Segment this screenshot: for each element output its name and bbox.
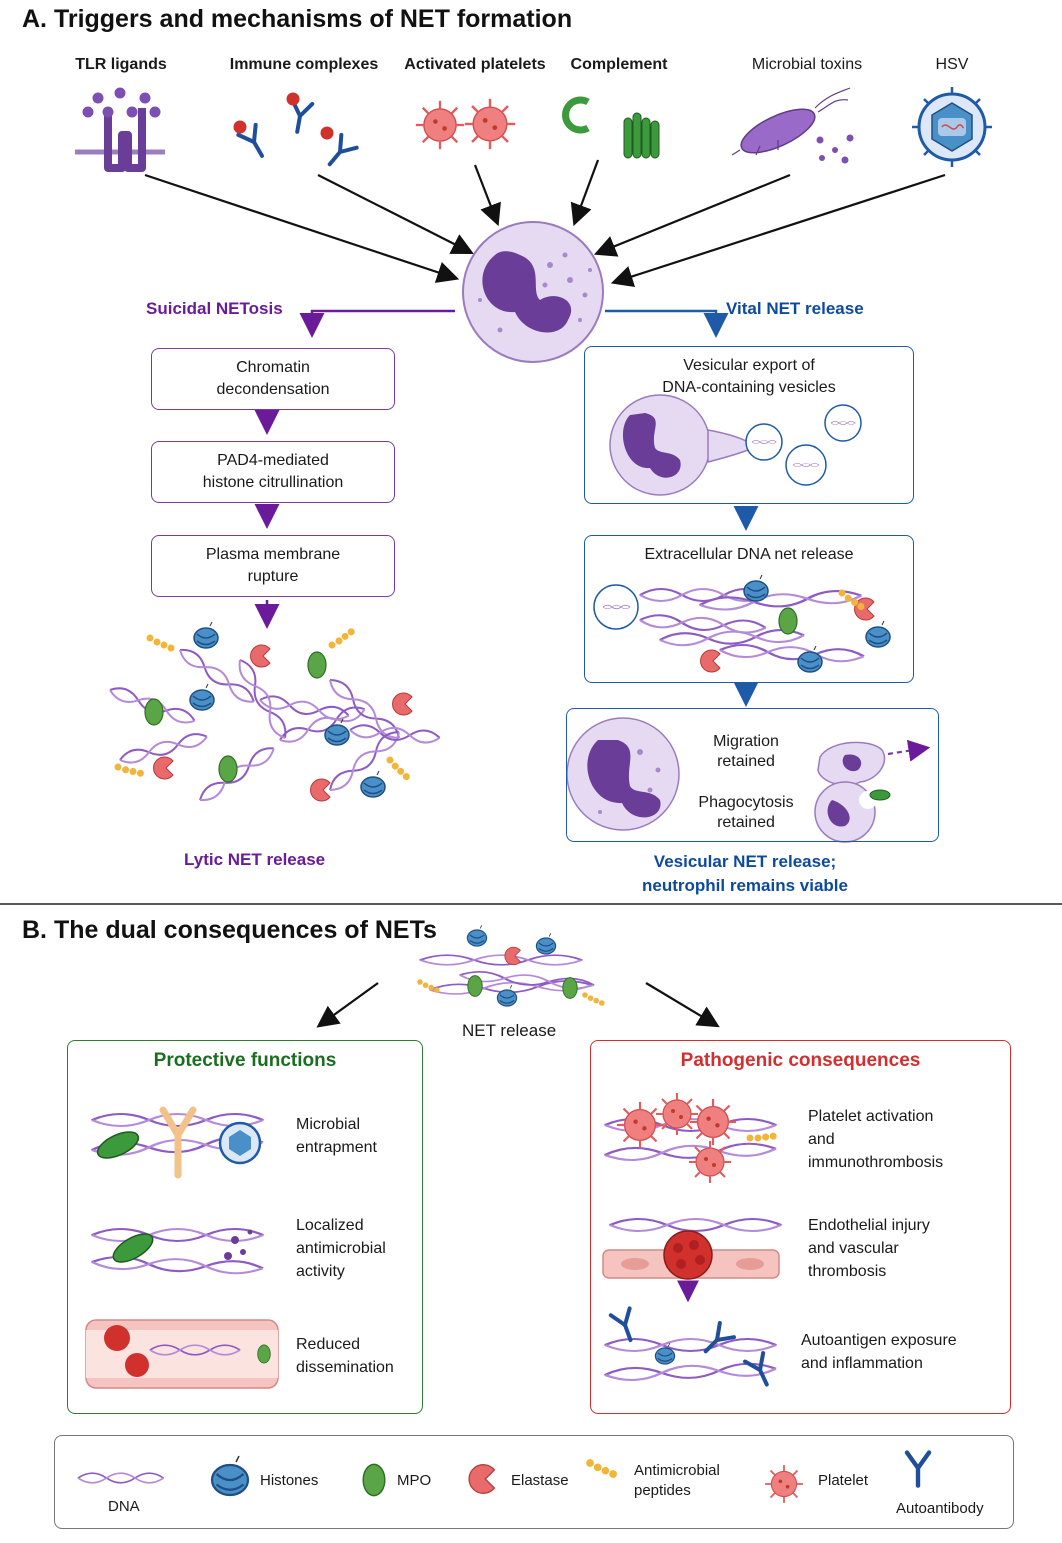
- legend-dna-label: DNA: [108, 1498, 140, 1515]
- net-release-label: NET release: [462, 1021, 557, 1040]
- tlr-ligand-icon: [75, 87, 165, 172]
- retained-functions-box: [566, 708, 939, 842]
- section-b-title: B. The dual consequences of NETs: [22, 916, 437, 944]
- viable-neutrophil-illustration: [566, 717, 680, 831]
- protective-item-antimicrobial: Localized antimicrobial activity: [296, 1217, 386, 1280]
- protective-functions-title: Protective functions: [153, 1050, 337, 1071]
- trigger-label-hsv: HSV: [935, 56, 969, 73]
- migration-retained-text: Migration retained: [713, 733, 779, 770]
- migrating-neutrophil-icon: [817, 739, 931, 786]
- pathogenic-consequences-box: Pathogenic consequences: [590, 1040, 1011, 1414]
- legend-peptides-label: Antimicrobial peptides: [634, 1462, 720, 1499]
- endothelial-injury-illustration: [602, 1217, 783, 1303]
- extracellular-net-illustration: [593, 574, 891, 673]
- trigger-label-complement: Complement: [570, 56, 668, 73]
- legend-platelet-label: Platelet: [818, 1472, 869, 1489]
- pathogenic-item-immunothrombosis: Platelet activation and immunothrombosis: [808, 1108, 944, 1171]
- vesicular-net-release-label: Vesicular NET release; neutrophil remain…: [642, 852, 848, 895]
- step-text: Plasma membrane rupture: [205, 546, 341, 585]
- antimicrobial-activity-illustration: [89, 1227, 266, 1277]
- virus-icon: [912, 87, 992, 167]
- trigger-label-activated-platelets: Activated platelets: [404, 56, 546, 73]
- vesicle-export-text: Vesicular export of DNA-containing vesic…: [662, 357, 836, 396]
- step-text: Chromatin decondensation: [216, 359, 330, 398]
- trigger-label-immune-complexes: Immune complexes: [229, 56, 379, 73]
- activated-platelet-icon: [414, 97, 517, 151]
- legend-autoantibody-label: Autoantibody: [896, 1500, 984, 1517]
- section-a-title: A. Triggers and mechanisms of NET format…: [22, 5, 573, 33]
- vesicle-export-box: Vesicular export of DNA-containing vesic…: [584, 346, 914, 504]
- vesicle-export-illustration: [609, 394, 862, 496]
- vessel-dissemination-illustration: [85, 1319, 279, 1389]
- pathogenic-item-endothelial: Endothelial injury and vascular thrombos…: [808, 1217, 930, 1280]
- step-membrane-rupture: Plasma membrane rupture: [151, 535, 395, 597]
- protective-item-entrapment: Microbial entrapment: [296, 1116, 377, 1156]
- microbial-entrapment-illustration: [89, 1106, 266, 1179]
- phagocytosis-retained-text: Phagocytosis retained: [698, 794, 794, 831]
- suicidal-netosis-title: Suicidal NETosis: [146, 299, 283, 318]
- legend-elastase-label: Elastase: [511, 1472, 569, 1489]
- trigger-arrows: [144, 159, 946, 288]
- immune-complex-icon: [233, 92, 359, 173]
- extracellular-net-box: Extracellular DNA net release: [584, 535, 914, 683]
- neutrophil-icon: [462, 221, 604, 363]
- center-net-illustration: [417, 924, 605, 1007]
- trigger-label-microbial-toxins: Microbial toxins: [751, 56, 863, 73]
- bacterium-icon: [731, 87, 854, 164]
- legend-box: [54, 1435, 1014, 1529]
- pathogenic-consequences-title: Pathogenic consequences: [680, 1050, 921, 1071]
- step-chromatin-decondensation: Chromatin decondensation: [151, 348, 395, 410]
- phagocytosing-neutrophil-icon: [814, 781, 891, 843]
- pathogenic-item-autoantigen: Autoantigen exposure and inflammation: [801, 1332, 957, 1372]
- legend-histones-label: Histones: [260, 1472, 319, 1489]
- protective-functions-box: Protective functions: [67, 1040, 423, 1414]
- protective-item-dissemination: Reduced dissemination: [296, 1336, 394, 1376]
- extracellular-net-text: Extracellular DNA net release: [644, 546, 854, 563]
- lytic-net-release-label: Lytic NET release: [184, 850, 326, 869]
- complement-icon: [562, 96, 660, 159]
- legend-mpo-label: MPO: [397, 1472, 432, 1489]
- step-text: PAD4-mediated histone citrullination: [202, 452, 344, 491]
- lytic-net-illustration: [106, 621, 442, 806]
- vital-net-release-title: Vital NET release: [726, 299, 864, 318]
- trigger-label-tlr: TLR ligands: [75, 56, 167, 73]
- step-pad4-citrullination: PAD4-mediated histone citrullination: [151, 441, 395, 503]
